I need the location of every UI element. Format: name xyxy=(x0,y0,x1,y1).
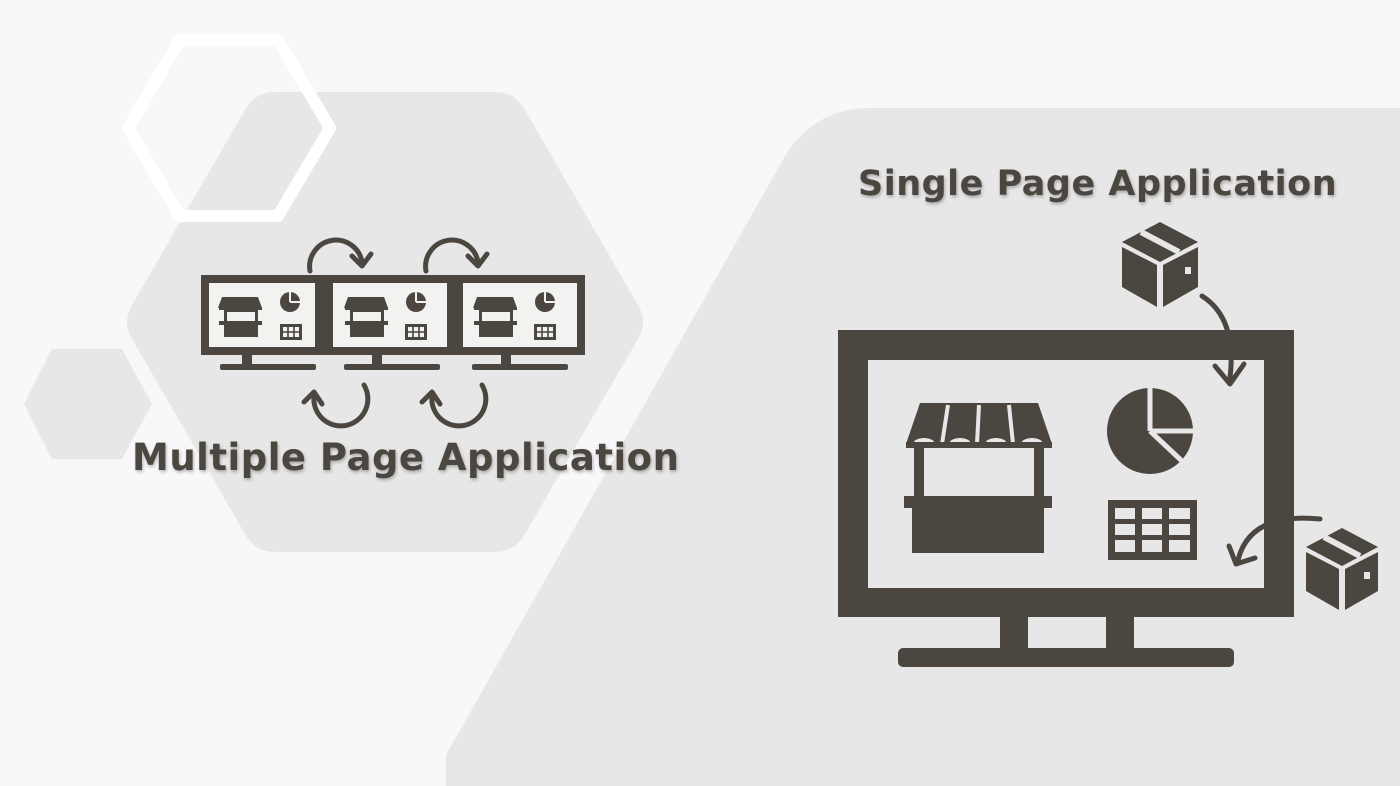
monitor-icon xyxy=(201,275,323,370)
curved-arrow-icon xyxy=(1199,293,1247,387)
table-icon xyxy=(534,324,556,340)
mpa-monitors xyxy=(201,275,585,370)
package-box-icon xyxy=(1122,222,1198,307)
shop-icon xyxy=(473,297,517,337)
refresh-arrow-icon xyxy=(307,237,374,274)
spa-curved-arrows xyxy=(1199,293,1323,567)
spa-title: Single Page Application xyxy=(858,164,1338,204)
curved-arrow-icon xyxy=(1226,515,1323,567)
pie-chart-icon xyxy=(280,292,300,312)
monitor-icon xyxy=(455,275,585,370)
refresh-arrow-icon xyxy=(301,382,371,429)
spa-monitor xyxy=(838,330,1294,667)
shop-icon xyxy=(904,403,1052,553)
pie-chart-icon xyxy=(406,292,426,312)
refresh-arrow-icon xyxy=(423,237,490,274)
table-icon xyxy=(405,324,427,340)
hexagon-outline-decoration xyxy=(122,34,336,222)
package-box-icon xyxy=(1306,528,1378,610)
table-icon xyxy=(1108,500,1197,560)
small-hexagon-decoration xyxy=(24,349,152,459)
mpa-title: Multiple Page Application xyxy=(132,436,680,479)
pie-chart-icon xyxy=(535,292,555,312)
mpa-refresh-arrows xyxy=(301,237,490,429)
pie-chart-icon xyxy=(1107,387,1193,474)
shop-icon xyxy=(218,297,262,337)
shop-icon xyxy=(344,297,388,337)
refresh-arrow-icon xyxy=(419,382,489,429)
table-icon xyxy=(280,324,302,340)
